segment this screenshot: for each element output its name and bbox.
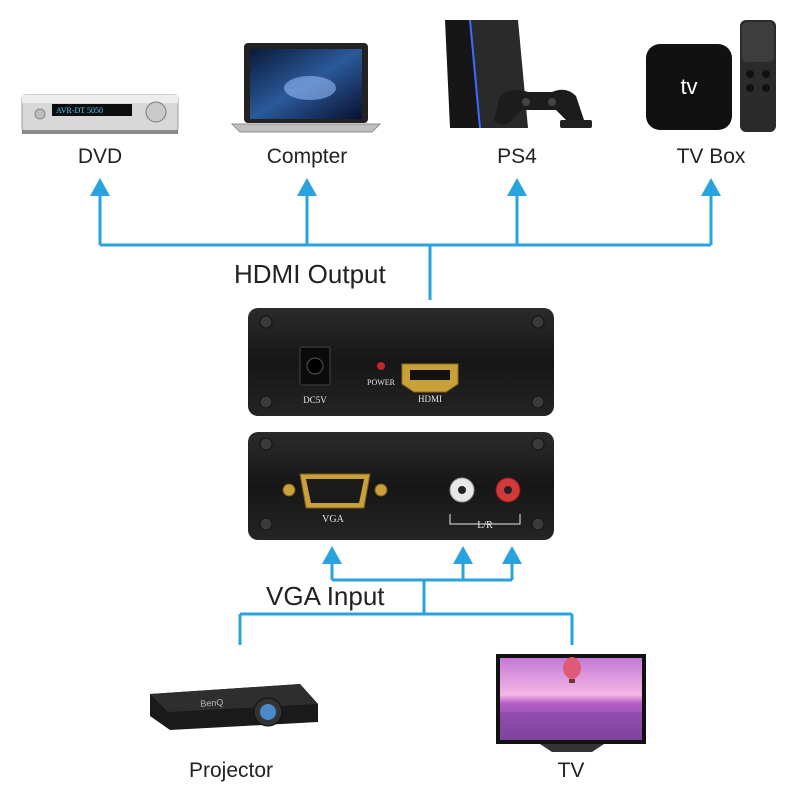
hdmi-output-connectors [98, 190, 713, 300]
output-label-tvbox: TV Box [677, 145, 746, 168]
power-label: POWER [367, 378, 396, 387]
projector-brand-text: BenQ [200, 697, 224, 709]
receiver-display-text: AVR-DT 5050 [56, 106, 103, 115]
converter-rear-panel: DC5V POWER HDMI [248, 308, 554, 416]
hdmi-output-label: HDMI Output [234, 259, 386, 289]
input-label-projector: Projector [189, 759, 273, 782]
arrow-to-dvd [90, 178, 110, 196]
converter-front-panel: VGA L/R [248, 432, 554, 540]
output-label-ps4: PS4 [497, 145, 537, 168]
arrow-to-tvbox [701, 178, 721, 196]
tvbox-brand-text: tv [680, 74, 697, 99]
power-led [377, 362, 385, 370]
arrow-to-ps4 [507, 178, 527, 196]
output-label-computer: Compter [267, 145, 348, 168]
game-console-icon [445, 19, 592, 129]
hdmi-port-label: HDMI [418, 394, 442, 404]
vga-input-label: VGA Input [266, 581, 385, 611]
arrow-to-computer [297, 178, 317, 196]
tv-icon [496, 654, 646, 752]
av-receiver-icon: AVR-DT 5050 [21, 94, 179, 134]
dc5v-label: DC5V [303, 395, 327, 405]
arrow-to-audio-left [453, 546, 473, 564]
projector-icon: BenQ [150, 684, 318, 730]
tv-box-icon: tv [646, 20, 776, 132]
input-arrowheads [322, 546, 522, 564]
output-label-dvd: DVD [78, 145, 122, 168]
laptop-icon [230, 43, 382, 133]
audio-port-label: L/R [477, 520, 493, 531]
vga-input-connectors [238, 555, 574, 645]
arrow-to-audio-right [502, 546, 522, 564]
input-label-tv: TV [558, 759, 585, 782]
output-arrowheads [90, 178, 721, 196]
vga-port-label: VGA [322, 514, 344, 525]
arrow-to-vga-port [322, 546, 342, 564]
